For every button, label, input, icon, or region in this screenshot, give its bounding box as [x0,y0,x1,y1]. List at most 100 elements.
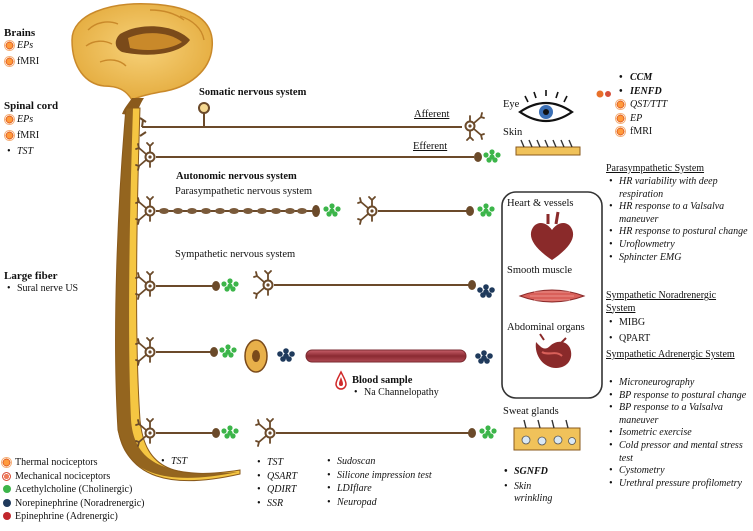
large-fiber-tests: Sural nerve US [6,283,78,296]
list-item: EPs [5,40,39,53]
list-item: Silicone impression test [326,469,432,483]
thermal-nociceptor-icon [616,113,625,123]
list-item: LDIflare [326,482,432,496]
thermal-nociceptor-icon [2,458,11,467]
adrenergic-tests: Microneurography BP response to postural… [608,377,750,490]
afferent-label: Afferent [414,109,450,120]
skin-eye-tests: •CCM •IENFD QST/TTT EP fMRI [616,71,667,139]
list-item: •IENFD [619,85,662,97]
spinal-cord [115,107,241,482]
parasympathetic-label: Parasympathetic nervous system [175,186,313,197]
eye-illustration [518,90,574,123]
red-dot-icon [3,512,11,520]
sweat-gland-tests: SGNFD Skin wrinkling [503,466,563,506]
autonomic-label: Autonomic nervous system [176,171,297,182]
skin-label: Skin [503,127,523,138]
list-item: Microneurography [608,377,750,390]
heart-icon [530,211,574,260]
parasympathetic-tests: HR variability with deep respiration HR … [608,176,748,264]
thermal-nociceptor-icon [5,115,14,124]
list-item: MIBG [608,317,650,330]
list-item: fMRI [5,56,39,69]
spinal-cord-tests-2: TST [6,146,33,159]
list-item: SGNFD [503,466,563,479]
list-item: Cold pressor and mental stress test [608,440,750,465]
list-item: TST [160,456,187,469]
parasympathetic-pathway [135,196,495,225]
list-item: BP response to a Valsalva maneuver [608,402,750,427]
legend-item: Norepinephrine (Noradrenergic) [3,497,144,511]
list-item: Urethral pressure profilometry [608,478,750,491]
adrenergic-system-title: Sympathetic Adrenergic System [606,349,735,360]
sudomotor-tests-left: TST [160,456,187,469]
eye-label: Eye [503,99,520,110]
sympathetic-label: Sympathetic nervous system [175,249,296,260]
brains-tests: EPs fMRI [5,40,39,69]
list-item: Na Channelopathy [353,387,439,400]
blood-sample-label: Blood sample [352,375,413,386]
legend-item: Acethylcholine (Cholinergic) [3,483,144,497]
list-item: Sphincter EMG [608,252,748,265]
green-dot-icon [3,485,11,493]
sudomotor-tests-b: Sudoscan Silicone impression test LDIfla… [326,455,432,509]
target-organs-box [501,191,603,399]
sweat-glands-label: Sweat glands [503,406,559,417]
list-item: QDIRT [256,483,297,497]
list-item: Neuropad [326,496,432,510]
list-item: HR variability with deep respiration [608,176,748,201]
list-item: QPART [608,333,650,346]
somatic-afferent-pathway [139,102,462,137]
list-item: fMRI [5,130,39,143]
list-item: TST [256,456,297,470]
abdominal-organs-icon [535,333,572,368]
spinal-cord-title: Spinal cord [4,100,59,112]
list-item: EPs [5,114,39,127]
navy-dot-icon [3,498,11,507]
list-item: Uroflowmetry [608,239,748,252]
list-item: Sudoscan [326,455,432,469]
brain-illustration [71,3,213,116]
brains-title: Brains [4,27,36,39]
somatic-efferent-pathway [135,142,501,171]
skin-illustration [515,139,581,156]
thermal-nociceptor-icon [5,41,14,50]
smooth-muscle-label: Smooth muscle [507,265,573,276]
abdominal-organs-label: Abdominal organs [507,322,585,333]
sympathetic-pathway [135,270,495,300]
noradrenergic-system-title: Sympathetic Noradrenergic System [606,290,717,314]
smooth-muscle-icon [518,289,586,303]
mechanical-nociceptor-icon [2,471,11,481]
list-item: Sural nerve US [6,283,78,296]
list-item: Isometric exercise [608,427,750,440]
list-item: QST/TTT [616,98,667,112]
somatic-label: Somatic nervous system [199,87,307,98]
thermal-nociceptor-icon [616,127,625,136]
list-item: •CCM [619,72,653,83]
list-item: BP response to postural change [608,390,750,403]
list-item: HR response to postural change [608,226,748,239]
parasympathetic-system-title: Parasympathetic System [606,163,705,174]
legend-item: Epinephrine (Adrenergic) [3,510,144,524]
list-item: fMRI [616,125,667,139]
thermal-nociceptor-icon [616,100,625,109]
efferent-label: Efferent [413,141,448,152]
spinal-cord-tests: EPs fMRI [5,114,39,143]
sudomotor-pathway [135,418,497,447]
sweat-glands-illustration [513,419,581,451]
list-item: Skin wrinkling [503,481,563,506]
blood-tests: Na Channelopathy [353,387,439,400]
list-item: HR response to a Valsalva maneuver [608,201,748,226]
sudomotor-tests-a: TST QSART QDIRT SSR [256,456,297,510]
list-item: SSR [256,497,297,511]
list-item: QSART [256,470,297,484]
large-fiber-title: Large fiber [4,270,58,282]
list-item: Cystometry [608,465,750,478]
noradrenergic-tests: MIBG QPART [608,317,650,345]
heart-vessels-label: Heart & vessels [507,198,574,209]
legend-item: Thermal nociceptors [2,456,144,470]
thermal-nociceptor-icon [5,56,14,66]
legend: Thermal nociceptors Mechanical nocicepto… [2,456,144,524]
list-item: EP [616,112,667,126]
thermal-nociceptor-icon [5,130,14,140]
legend-item: Mechanical nociceptors [2,470,144,484]
